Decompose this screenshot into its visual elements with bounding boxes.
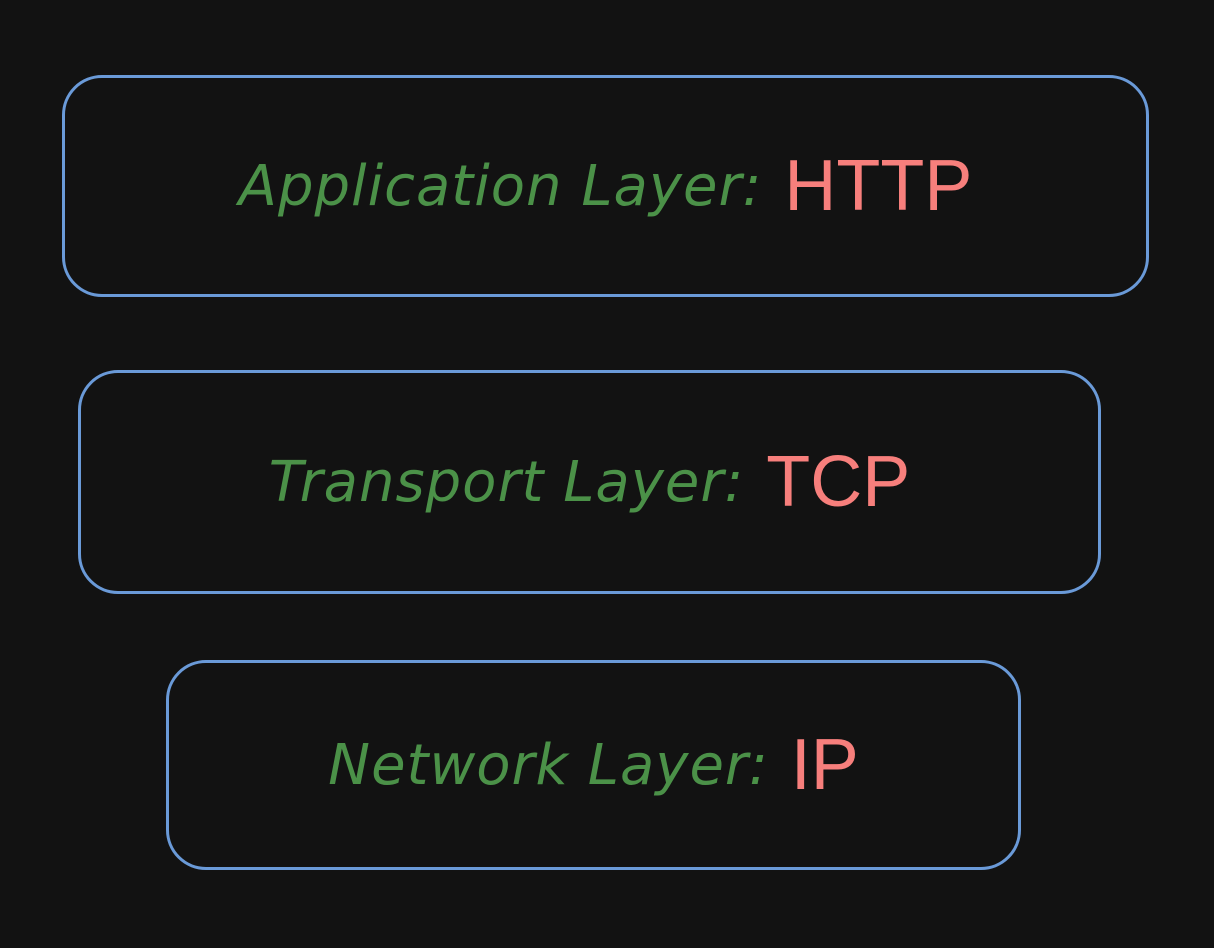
transport-layer-label: Transport Layer: <box>268 449 745 515</box>
transport-layer-protocol: TCP <box>766 442 911 522</box>
network-layer-box: Network Layer: IP <box>166 660 1021 870</box>
network-layer-label: Network Layer: <box>328 732 769 798</box>
network-layer-protocol: IP <box>790 725 859 805</box>
application-layer-box: Application Layer: HTTP <box>62 75 1149 297</box>
transport-layer-box: Transport Layer: TCP <box>78 370 1101 594</box>
application-layer-label: Application Layer: <box>238 153 763 219</box>
application-layer-protocol: HTTP <box>784 146 973 226</box>
